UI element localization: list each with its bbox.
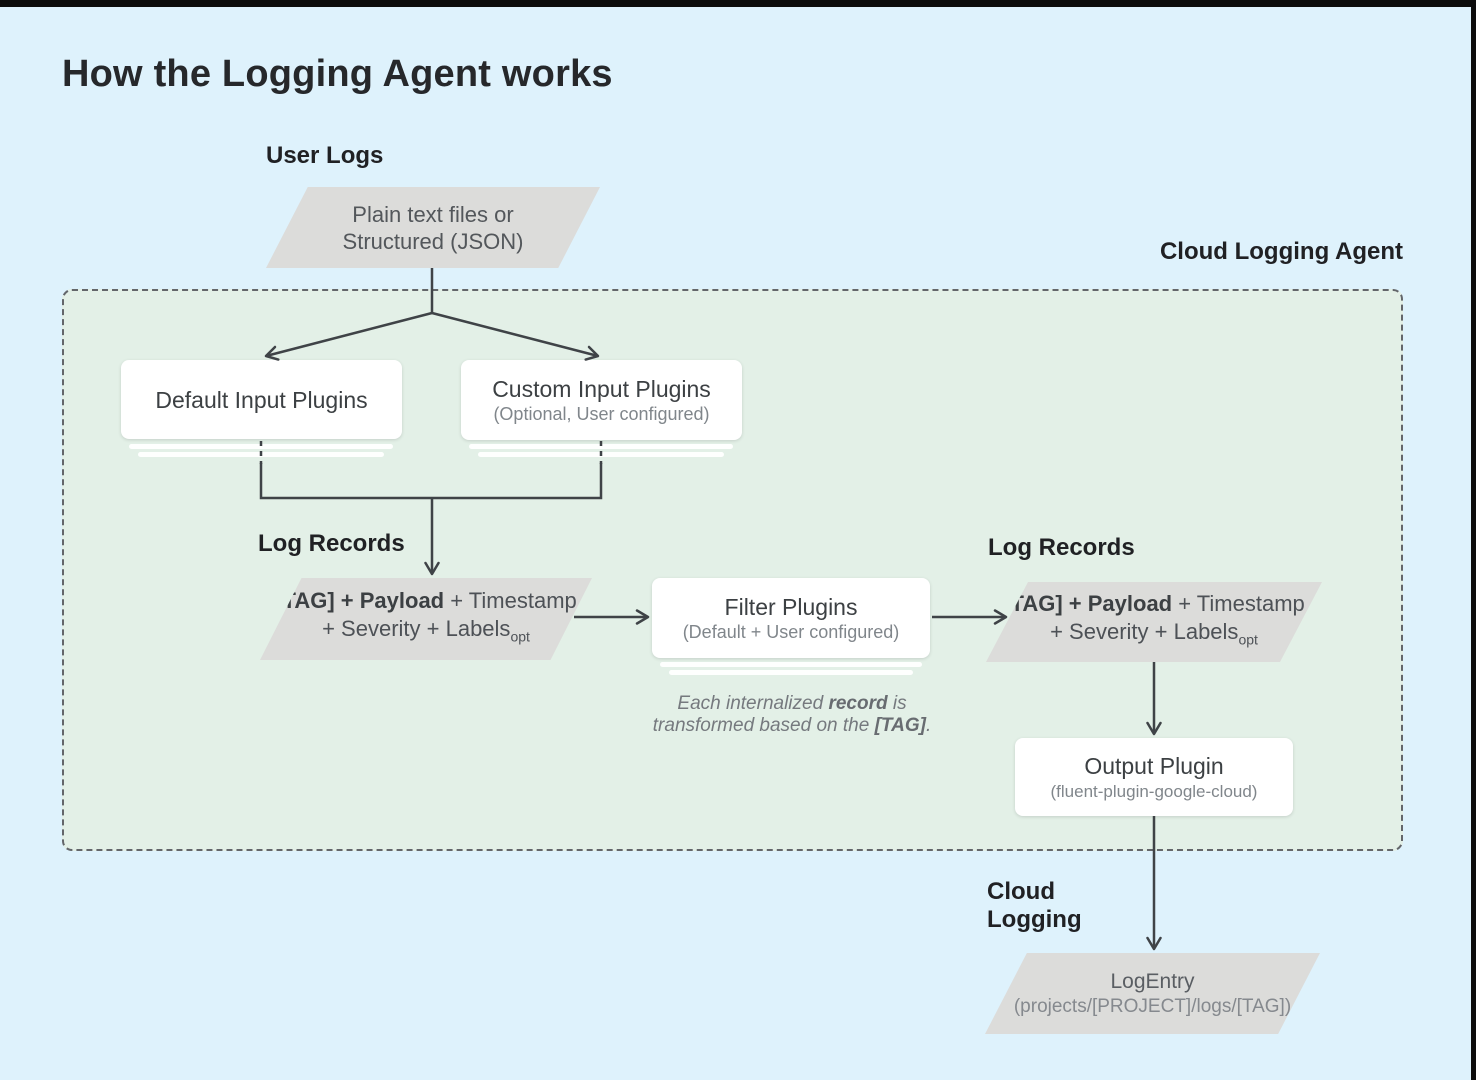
stack-bar (660, 662, 922, 667)
log-record-left-line1: [TAG] + Payload + Timestamp (275, 588, 577, 614)
log-record-right-line1: [TAG] + Payload + Timestamp (1003, 591, 1305, 617)
node-log-entry-subtitle: (projects/[PROJECT]/logs/[TAG]) (1013, 996, 1292, 1017)
log-record-right-line2: + Severity + Labelsopt (1050, 619, 1258, 648)
node-user-logs-line2: Structured (JSON) (342, 228, 524, 254)
label-log-records-right: Log Records (988, 534, 1135, 561)
node-log-entry-title: LogEntry (1110, 970, 1195, 993)
screenshot-top-edge (0, 0, 1476, 7)
node-custom-input-plugins: Custom Input Plugins (Optional, User con… (461, 360, 742, 440)
node-output-title: Output Plugin (1084, 752, 1224, 779)
node-filter-plugins: Filter Plugins (Default + User configure… (652, 578, 930, 658)
node-default-input-title: Default Input Plugins (155, 386, 368, 413)
node-user-logs-line1: Plain text files or (352, 201, 514, 227)
node-log-record-left: [TAG] + Payload + Timestamp + Severity +… (260, 578, 592, 660)
log-record-left-line2: + Severity + Labelsopt (322, 616, 530, 645)
node-output-plugin: Output Plugin (fluent-plugin-google-clou… (1015, 738, 1293, 816)
stack-bar (669, 670, 913, 675)
stack-bar (129, 444, 393, 449)
node-user-logs-source: Plain text files or Structured (JSON) (266, 187, 600, 268)
filter-note: Each internalized record is transformed … (652, 693, 932, 736)
stack-bar (478, 452, 724, 457)
screenshot-right-edge (1471, 0, 1476, 1080)
stack-bar (138, 452, 384, 457)
stack-bar (469, 444, 733, 449)
node-filter-subtitle: (Default + User configured) (682, 621, 900, 642)
node-default-input-plugins: Default Input Plugins (121, 360, 402, 439)
label-cloud-logging-agent: Cloud Logging Agent (1159, 238, 1403, 265)
node-custom-input-subtitle: (Optional, User configured) (493, 403, 710, 424)
label-user-logs: User Logs (266, 142, 384, 169)
node-output-subtitle: (fluent-plugin-google-cloud) (1050, 781, 1258, 801)
label-cloud-logging: Cloud Logging (987, 878, 1082, 933)
node-log-entry: LogEntry (projects/[PROJECT]/logs/[TAG]) (985, 953, 1320, 1034)
node-custom-input-title: Custom Input Plugins (492, 375, 711, 402)
node-filter-title: Filter Plugins (724, 593, 858, 620)
node-log-record-right: [TAG] + Payload + Timestamp + Severity +… (986, 582, 1322, 662)
label-log-records-left: Log Records (258, 530, 405, 557)
page-title: How the Logging Agent works (62, 53, 613, 95)
